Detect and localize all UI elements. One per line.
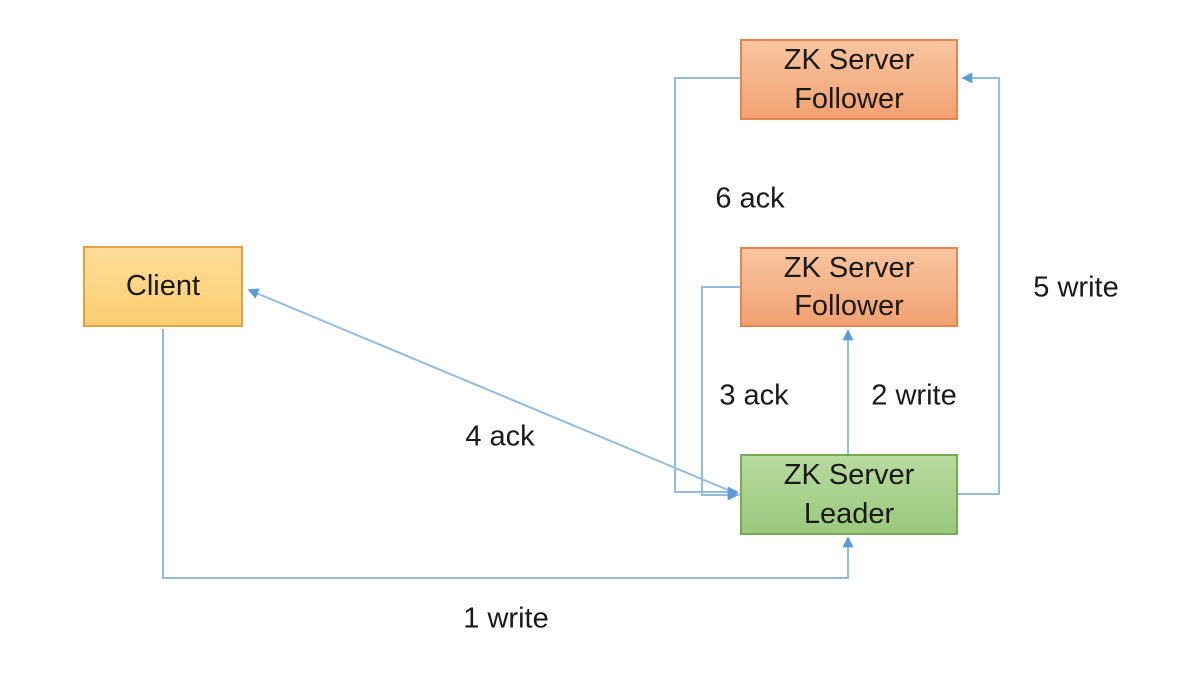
node-client-label: Client <box>125 270 201 303</box>
edge-label-6-ack: 6 ack <box>715 182 785 215</box>
connector-6-ack <box>674 77 740 498</box>
connector-5-write <box>958 72 1000 495</box>
node-zk-follower-mid-label: ZK Server Follower <box>783 251 915 322</box>
node-zk-follower-mid: ZK Server Follower <box>740 247 958 327</box>
node-zk-leader: ZK Server Leader <box>740 454 958 535</box>
node-zk-leader-label: ZK Server Leader <box>783 459 915 530</box>
connector-3-ack <box>701 286 740 501</box>
edge-label-1-write: 1 write <box>463 602 549 635</box>
node-client: Client <box>83 246 243 327</box>
edge-label-3-ack: 3 ack <box>719 379 789 412</box>
node-zk-follower-top-label: ZK Server Follower <box>783 44 915 115</box>
edge-label-4-ack: 4 ack <box>465 420 535 453</box>
connector-4-ack <box>247 288 741 496</box>
connector-1-write <box>162 329 854 579</box>
edge-label-2-write: 2 write <box>871 379 957 412</box>
node-zk-follower-top: ZK Server Follower <box>740 39 958 120</box>
edge-label-5-write: 5 write <box>1033 271 1119 304</box>
